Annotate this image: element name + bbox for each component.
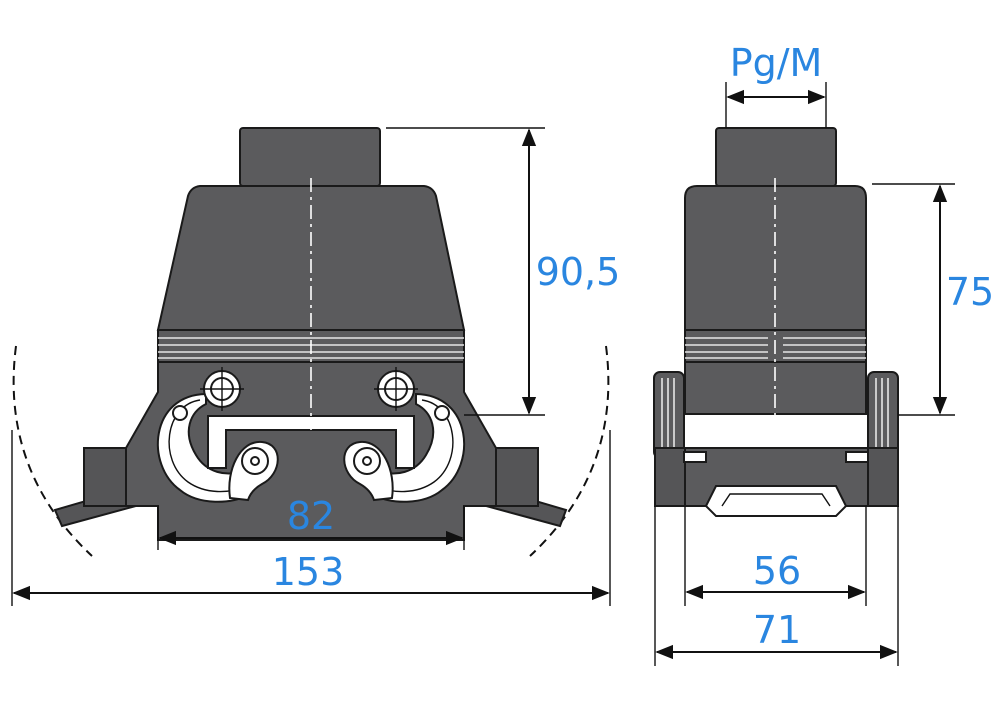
front-right-lever-pin-icon [434,405,450,421]
front-right-screw-icon [374,367,418,411]
side-hood [684,185,867,331]
front-hood [156,185,466,331]
dim-cable-entry: Pg/M [730,41,823,85]
front-right-cam [343,440,394,502]
dim-side-inner-width: 56 [753,549,801,593]
dim-side-total-width: 71 [753,608,801,652]
front-right-swing-arc [529,345,610,557]
front-inner-frame [207,415,415,469]
front-left-cam [228,440,279,502]
dim-side-height: 75 [946,270,994,314]
front-left-screw-icon [200,367,244,411]
front-view: 90,5 82 153 [11,127,621,606]
side-view: Pg/M 75 56 71 [653,41,994,666]
front-left-swing-arc [12,345,93,557]
side-left-clip [653,371,685,459]
side-latch [704,485,848,517]
front-left-lever-pin-icon [172,405,188,421]
dim-front-height: 90,5 [536,250,621,294]
side-right-clip [867,371,899,459]
dim-front-total-width: 153 [272,550,345,594]
side-cable-gland [715,127,837,187]
dim-front-inner-width: 82 [287,494,335,538]
front-cable-gland [239,127,381,187]
